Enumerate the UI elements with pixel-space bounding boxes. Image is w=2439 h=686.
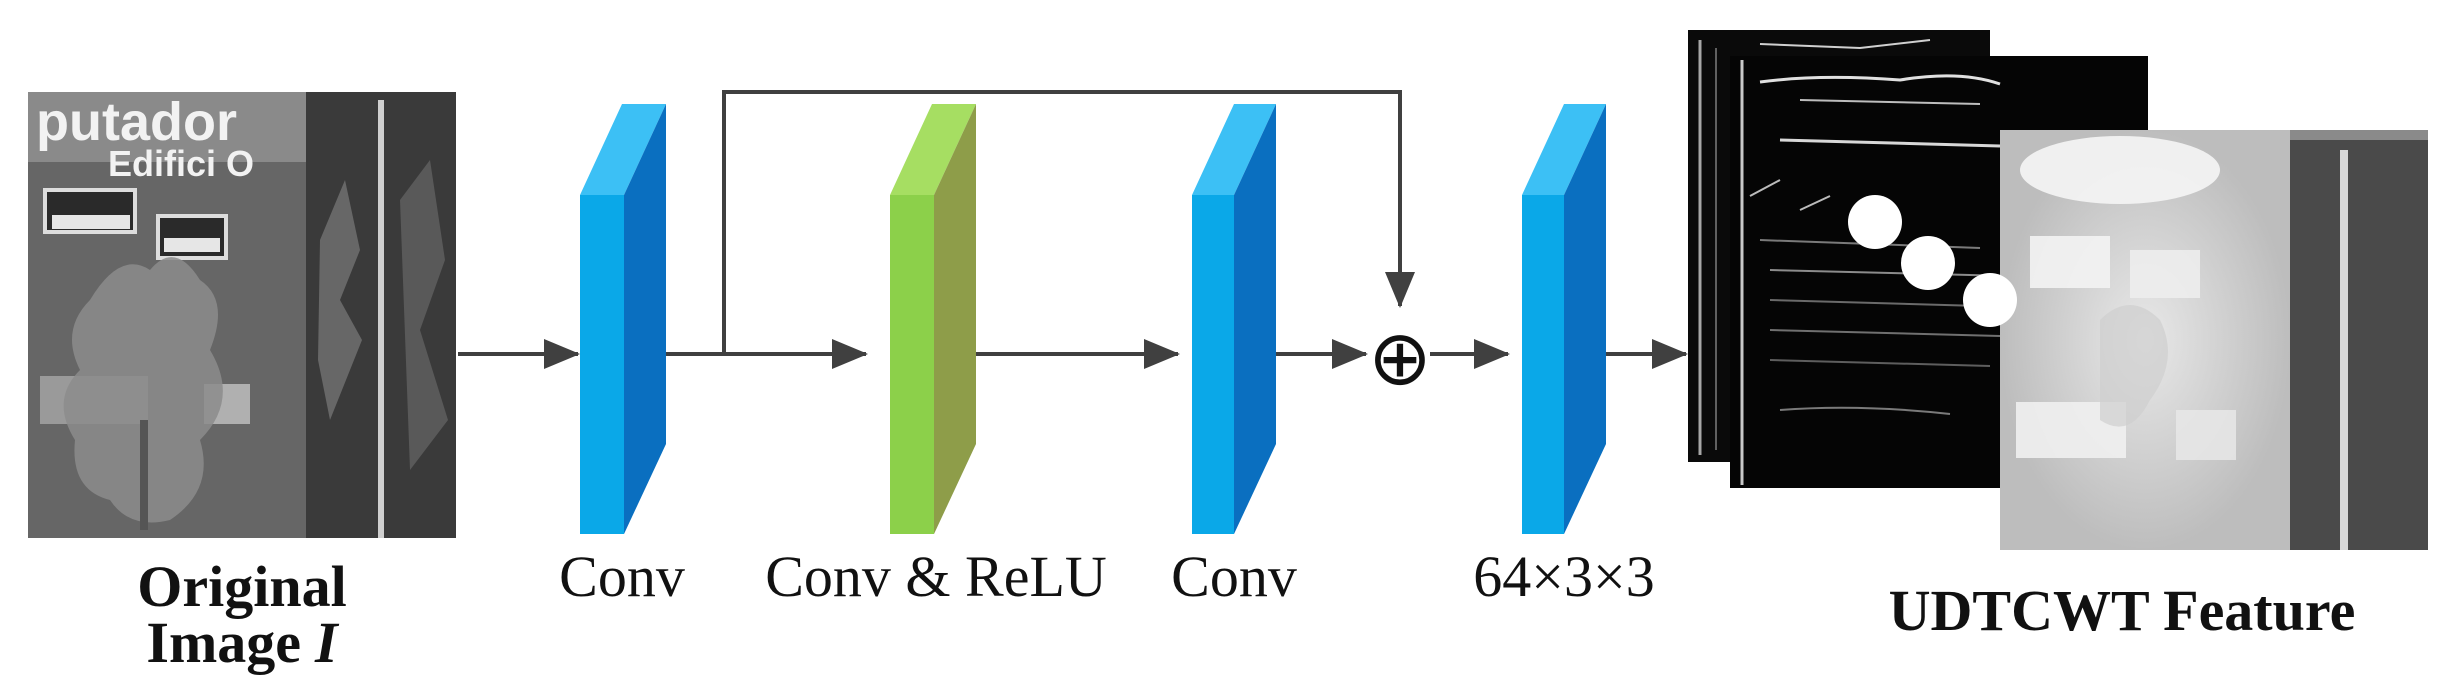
arrows bbox=[458, 90, 1688, 369]
output-label: UDTCWT Feature bbox=[1889, 578, 2356, 643]
conv-block-3 bbox=[1522, 104, 1606, 534]
conv-block-1-top bbox=[580, 104, 666, 195]
feature-map-front bbox=[2000, 130, 2428, 550]
sign-text-1: putador bbox=[36, 92, 237, 152]
conv-block-3-side bbox=[1564, 104, 1606, 534]
udtcwt-feature-stack bbox=[1688, 30, 2428, 550]
conv-block-1 bbox=[580, 104, 666, 534]
ellipsis-dot-1 bbox=[1848, 195, 1902, 249]
conv-block-3-label: 64×3×3 bbox=[1473, 544, 1654, 609]
input-label-symbol: I bbox=[314, 610, 340, 675]
relu-block bbox=[890, 104, 976, 534]
conv-block-2-top bbox=[1192, 104, 1276, 195]
conv-block-2 bbox=[1192, 104, 1276, 534]
conv-block-2-side bbox=[1234, 104, 1276, 534]
conv-block-2-label: Conv bbox=[1171, 544, 1297, 609]
conv-block-3-top bbox=[1522, 104, 1606, 195]
conv-block-3-front bbox=[1522, 195, 1564, 534]
ellipsis-dot-3 bbox=[1963, 273, 2017, 327]
relu-block-label: Conv & ReLU bbox=[765, 544, 1107, 609]
conv-block-2-front bbox=[1192, 195, 1234, 534]
input-label-line1: Original bbox=[137, 554, 346, 619]
relu-block-side bbox=[934, 104, 976, 534]
input-label-word: Image bbox=[146, 610, 301, 675]
original-image: putador Edifici O bbox=[28, 92, 456, 538]
conv-block-1-front bbox=[580, 195, 624, 534]
sign-text-2: Edifici O bbox=[108, 143, 254, 184]
conv-block-1-side bbox=[624, 104, 666, 534]
skip-connection-arrow bbox=[722, 90, 1415, 354]
relu-block-top bbox=[890, 104, 976, 195]
sum-node-icon: ⊕ bbox=[1368, 313, 1432, 402]
ellipsis-dot-2 bbox=[1901, 236, 1955, 290]
relu-block-front bbox=[890, 195, 934, 534]
conv-block-1-label: Conv bbox=[559, 544, 685, 609]
